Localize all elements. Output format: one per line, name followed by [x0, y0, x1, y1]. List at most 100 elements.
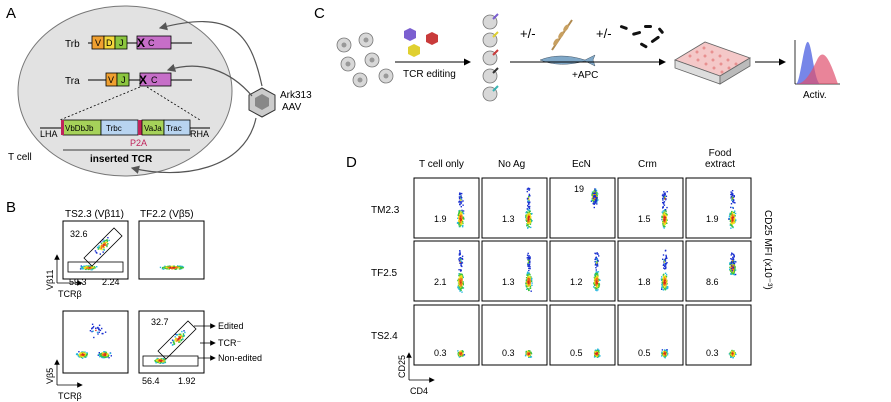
flow-dot — [459, 274, 461, 276]
flow-dot — [731, 354, 734, 357]
flow-dot — [458, 222, 460, 224]
flow-dot — [664, 289, 667, 291]
flow-dot — [178, 341, 180, 343]
flow-dot — [665, 355, 667, 357]
flow-dot — [734, 269, 737, 271]
d-plot-box — [617, 240, 684, 302]
flow-dot — [459, 352, 461, 354]
trb-v-text: V — [95, 38, 101, 48]
flow-dot — [101, 327, 103, 330]
flow-dot — [730, 218, 732, 220]
flow-dot — [661, 285, 663, 287]
flow-dot — [93, 336, 95, 339]
flow-dot — [597, 260, 599, 262]
trb-j-segment — [114, 35, 128, 50]
flow-dot — [527, 276, 529, 278]
flow-dot — [731, 350, 733, 353]
insert-trbc-text: Trbc — [106, 124, 122, 133]
flow-dot — [530, 218, 532, 221]
flow-dot — [593, 282, 595, 285]
flow-dot — [461, 352, 463, 355]
flow-dot — [530, 226, 532, 229]
flow-dot — [458, 277, 461, 279]
flow-dot — [530, 276, 532, 278]
flow-dot — [665, 351, 667, 353]
flow-dot — [460, 276, 462, 279]
flow-dot — [459, 252, 461, 255]
flow-dot — [91, 265, 93, 267]
d-row-label: TS2.4 — [371, 331, 398, 342]
flow-dot — [105, 352, 107, 354]
flow-dot — [99, 353, 101, 356]
flow-dot — [179, 333, 182, 336]
flow-dot — [529, 354, 531, 357]
flow-dot — [734, 267, 736, 269]
flow-dot — [596, 289, 598, 292]
flow-dot — [159, 360, 161, 362]
flow-dot — [172, 267, 174, 269]
flow-dot — [78, 351, 80, 353]
flow-dot — [105, 241, 107, 243]
flow-dot — [459, 251, 461, 253]
flow-dot — [462, 216, 465, 218]
flow-dot — [728, 218, 730, 220]
flow-dot — [181, 267, 183, 270]
flow-dot — [665, 215, 668, 217]
flow-dot — [460, 289, 462, 291]
flow-dot — [525, 214, 527, 217]
flow-dot — [102, 239, 104, 241]
flow-dot — [77, 355, 80, 357]
flow-dot — [169, 267, 171, 269]
flow-dot — [81, 355, 83, 358]
flow-dot — [731, 273, 734, 275]
flow-dot — [730, 265, 733, 267]
flow-dot — [460, 285, 462, 287]
flow-dot — [664, 353, 666, 356]
flow-dot — [98, 245, 100, 247]
flow-dot — [164, 267, 167, 270]
flow-dot — [594, 190, 597, 192]
flow-dot — [457, 284, 460, 286]
flow-dot — [168, 266, 170, 268]
flow-dot — [734, 210, 736, 212]
flow-dot — [527, 274, 529, 276]
flow-dot — [86, 352, 88, 354]
flow-dot — [458, 269, 460, 271]
flow-dot — [88, 267, 91, 269]
flow-dot — [593, 197, 596, 200]
d-col-header: T cell only — [419, 159, 464, 170]
panel-c: C TCR editing — [314, 5, 840, 102]
flow-dot — [458, 216, 460, 218]
flow-dot — [730, 203, 733, 205]
flow-dot — [664, 272, 667, 274]
flow-dot — [666, 283, 668, 285]
tcr-editing-label: TCR editing — [403, 69, 456, 80]
flow-dot — [730, 273, 732, 275]
flow-dot — [596, 272, 598, 274]
flow-dot — [172, 340, 175, 342]
flow-dot — [665, 218, 668, 220]
flow-dot — [663, 354, 665, 356]
d-mfi-value: 1.9 — [706, 214, 719, 224]
flow-dot — [170, 342, 172, 344]
tra-j-segment — [116, 72, 130, 87]
flow-dot — [733, 195, 735, 198]
aav-arrow-trb — [158, 20, 263, 87]
flow-dot — [99, 354, 101, 357]
flow-dot — [528, 216, 530, 219]
flow-dot — [459, 280, 461, 282]
flow-dot — [731, 216, 733, 218]
flow-dot — [529, 219, 531, 222]
flow-dot — [594, 252, 596, 254]
flow-dot — [528, 267, 530, 269]
flow-dot — [99, 329, 102, 332]
d-col-header: Crm — [638, 159, 657, 170]
b-tl-val-1: 32.6 — [70, 229, 88, 239]
flow-dot — [460, 258, 462, 261]
flow-dot — [595, 269, 597, 271]
flow-dot — [84, 355, 86, 357]
flow-dot — [177, 265, 179, 268]
apc-label: +APC — [572, 70, 598, 81]
flow-dot — [163, 362, 165, 364]
flow-dot — [101, 245, 103, 247]
